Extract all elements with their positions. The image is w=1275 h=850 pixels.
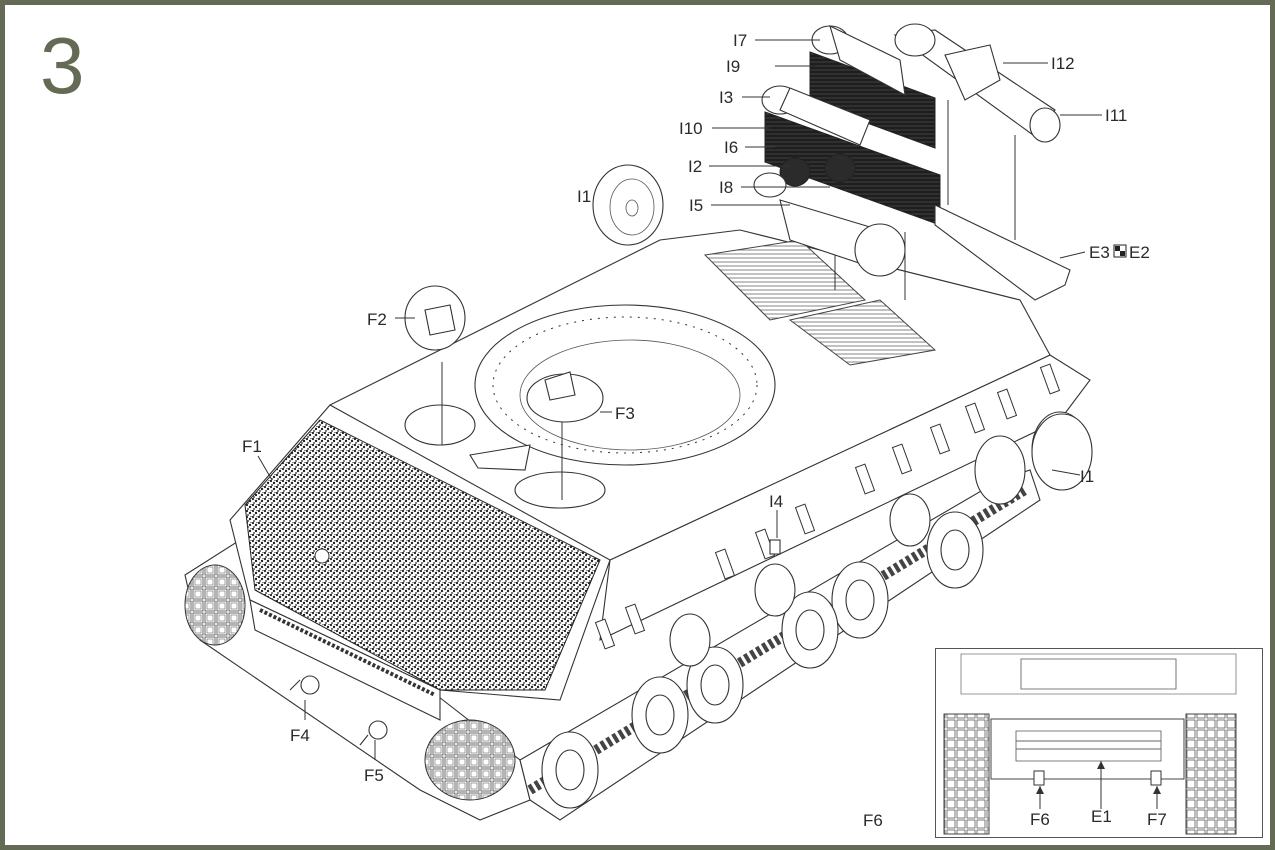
rear-view-diagram: F6 E1 F7 — [943, 653, 1237, 835]
front-left-track — [184, 564, 246, 646]
inset-label-f7: F7 — [1147, 810, 1167, 829]
label-i6: I6 — [724, 138, 738, 157]
driver-hatch-opening — [404, 404, 476, 446]
label-i1-top: I1 — [577, 187, 591, 206]
roll-i12-i11 — [893, 23, 1061, 143]
label-e2: E2 — [1129, 243, 1150, 262]
engine-grill-left — [703, 239, 867, 321]
tow-hook-f4 — [289, 675, 320, 695]
label-f3: F3 — [615, 404, 635, 423]
part-i4 — [769, 539, 781, 555]
label-f2: F2 — [367, 310, 387, 329]
spare-wheel-i1-top — [592, 164, 664, 246]
label-i7: I7 — [733, 31, 747, 50]
inset-hook-f7 — [1150, 770, 1162, 786]
hatch-f2 — [404, 285, 466, 351]
label-i12: I12 — [1051, 54, 1075, 73]
label-i2: I2 — [688, 157, 702, 176]
camo-net-f1 — [244, 419, 601, 691]
label-i4: I4 — [769, 492, 783, 511]
label-i8: I8 — [719, 178, 733, 197]
label-i9: I9 — [726, 57, 740, 76]
label-f1: F1 — [242, 437, 262, 456]
label-f5: F5 — [364, 766, 384, 785]
label-i10: I10 — [679, 119, 703, 138]
label-e3: E3 — [1089, 243, 1110, 262]
label-f6-main: F6 — [863, 811, 883, 830]
part-labels: I7 I9 I3 I10 I6 I2 I8 I5 I1 I12 I11 E3 E… — [242, 31, 1150, 830]
hatch-f3 — [526, 371, 604, 423]
engine-grill-right — [788, 299, 937, 366]
rear-view-inset: F6 E1 F7 — [935, 648, 1263, 838]
label-i11: I11 — [1105, 106, 1127, 125]
inset-label-f6: F6 — [1030, 810, 1050, 829]
turret-ring-outer — [474, 304, 776, 466]
rolls-i7-i3 — [761, 24, 906, 146]
label-i1-right: I1 — [1080, 467, 1094, 486]
inset-label-e1: E1 — [1091, 807, 1112, 826]
label-i3: I3 — [719, 88, 733, 107]
inset-hook-f6 — [1033, 770, 1045, 786]
tank-hull — [184, 229, 1091, 821]
step-number: 3 — [40, 21, 85, 110]
rail-e3-e2 — [934, 204, 1071, 301]
front-sprocket-track — [424, 719, 516, 801]
spare-wheel-i1-right — [1031, 413, 1093, 491]
label-i5: I5 — [689, 196, 703, 215]
tow-hook-f5 — [359, 720, 388, 746]
cans-i2-i8 — [753, 153, 856, 198]
hatch-opening-f3 — [514, 471, 606, 509]
fuel-drum-i5 — [779, 199, 906, 277]
inset-left-track — [943, 713, 990, 835]
leader-lines — [257, 39, 1102, 760]
label-f4: F4 — [290, 726, 310, 745]
inset-right-track — [1185, 713, 1237, 835]
